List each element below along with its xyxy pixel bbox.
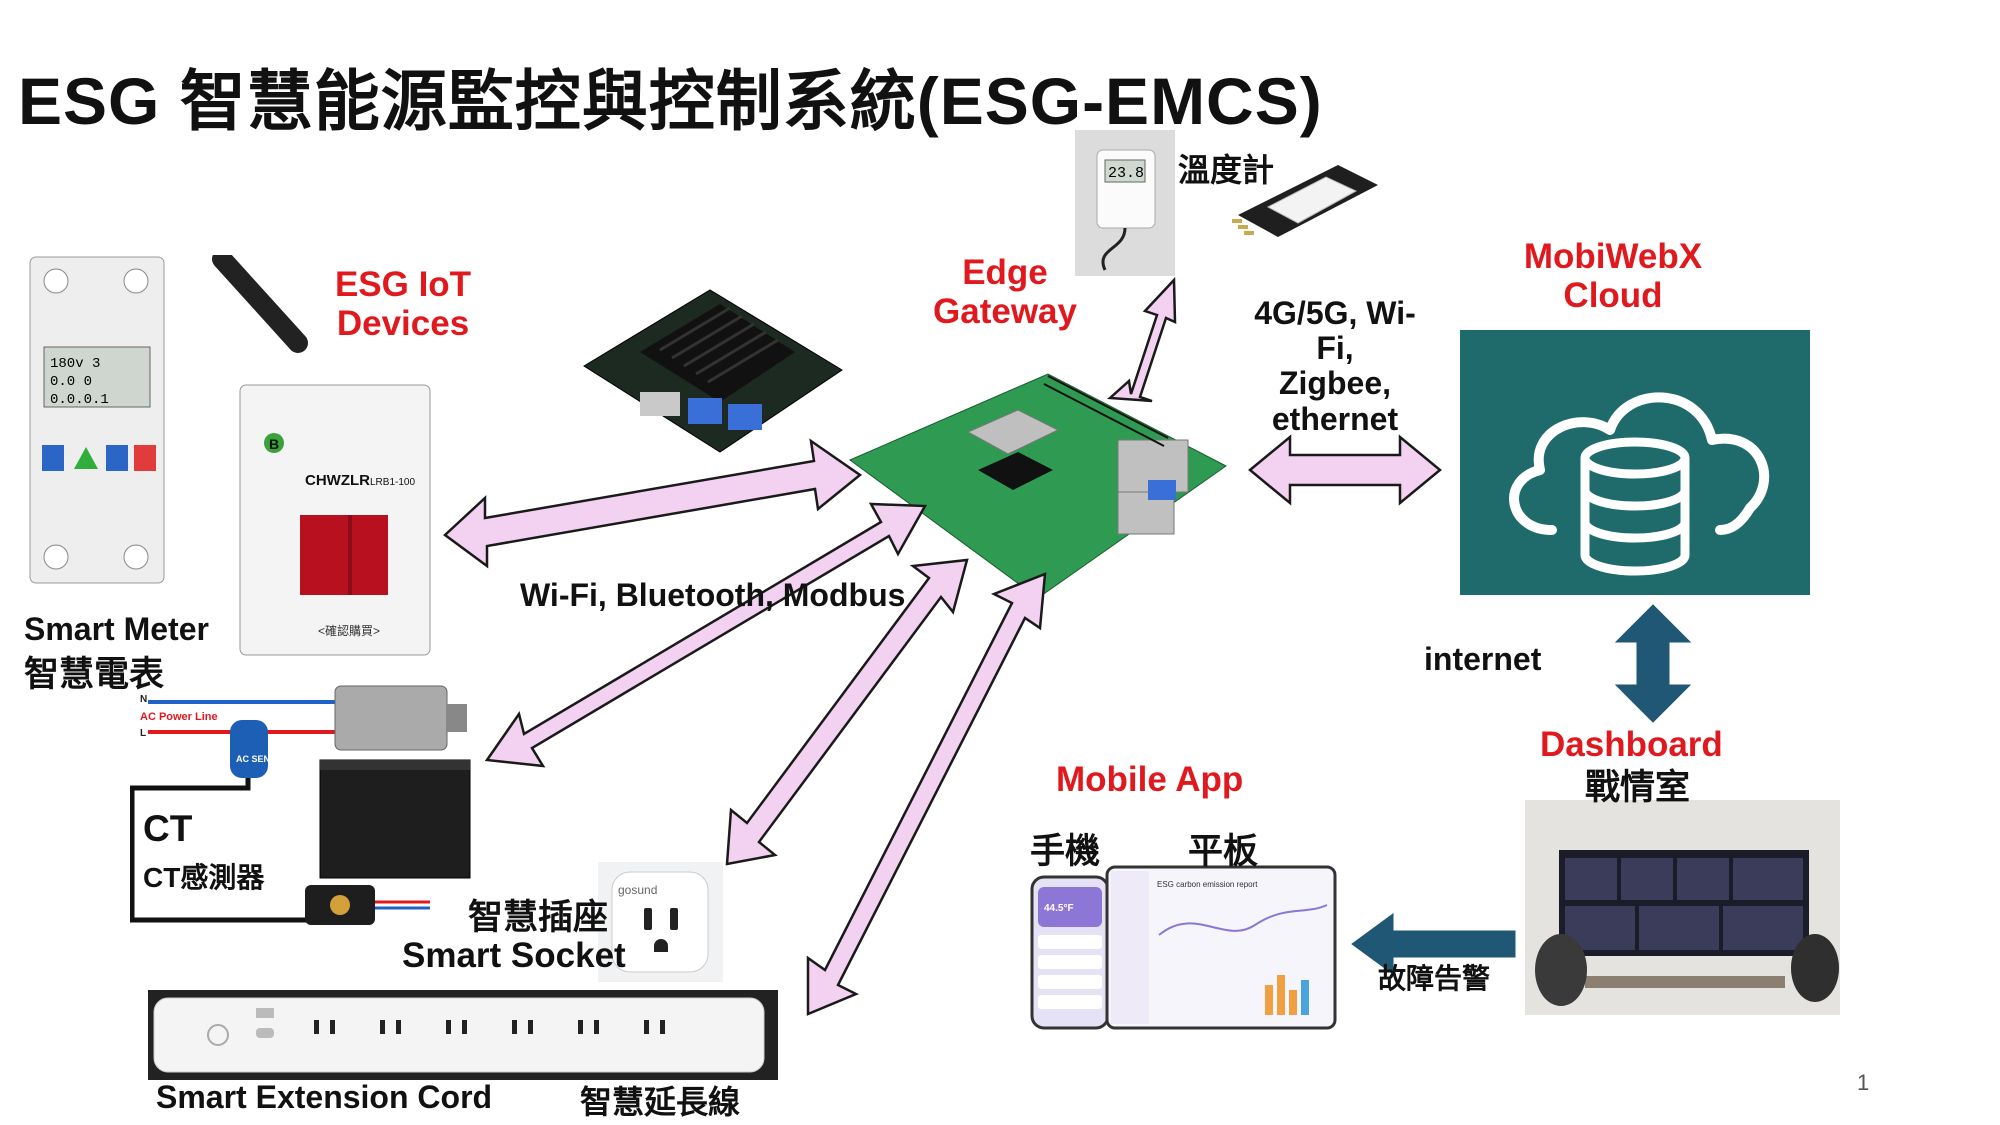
device-connectivity-label: Wi-Fi, Bluetooth, Modbus (520, 577, 906, 613)
fault-alert-label: 故障告警 (1378, 963, 1491, 994)
dashboard-zh-label: 戰情室 (1585, 768, 1691, 807)
dashboard-en-label: Dashboard (1540, 725, 1723, 764)
thermometer-image: 23.8 (1075, 130, 1175, 276)
double-arrow-icon (1248, 434, 1442, 506)
page-title: ESG 智慧能源監控與控制系統(ESG-EMCS) (18, 64, 1323, 138)
double-arrow-icon (725, 558, 969, 866)
double-arrow-icon (1614, 604, 1692, 723)
cloud-panel (1460, 330, 1810, 595)
cloud-connectivity-label: 4G/5G, Wi- Fi, Zigbee, ethernet (1254, 295, 1416, 437)
smart-socket-en-label: Smart Socket (402, 936, 626, 975)
left-arrow-icon (1351, 913, 1516, 975)
breaker-b-badge: B (269, 436, 279, 452)
esg-iot-devices-label: ESG IoT Devices (334, 265, 472, 344)
phone-value-text: 44.5°F (1044, 903, 1074, 914)
page-number: 1 (1857, 1070, 1870, 1095)
tablet-header-text: ESG carbon emission report (1157, 880, 1258, 889)
mobiwebx-cloud-label: MobiWebX Cloud (1523, 237, 1703, 316)
dashboard-room-image (1525, 800, 1840, 1015)
double-arrow-icon (806, 572, 1047, 1016)
ct-label: CT (143, 808, 193, 849)
mobile-app-label: Mobile App (1056, 760, 1244, 799)
ct-sensor-label: CT感測器 (143, 862, 265, 893)
smart-meter-image: 180v 3 0.0 0 0.0.0.1 (28, 255, 166, 585)
raspberry-pi-image (848, 370, 1228, 600)
breaker-confirm-text: <確認購買> (318, 623, 380, 638)
breaker-iot-device-image: B CHWZLR LRB1-100 <確認購買> (170, 255, 435, 660)
smart-meter-en-label: Smart Meter (24, 611, 209, 647)
double-arrow-icon (1106, 276, 1177, 403)
double-arrow-icon (443, 438, 863, 569)
double-arrow-icon (484, 502, 928, 768)
meter-display-line-2: 0.0 0 (50, 374, 92, 390)
ct-wire-n-label: N (140, 694, 147, 705)
edge-gateway-label: Edge Gateway (933, 253, 1077, 332)
ct-ac-power-line-label: AC Power Line (140, 711, 218, 723)
extension-cord-en-label: Smart Extension Cord (156, 1079, 493, 1115)
smart-socket-zh-label: 智慧插座 (468, 898, 609, 937)
ct-ac-sensor-label: AC SENSOR (236, 754, 290, 764)
extension-cord-image (148, 990, 778, 1080)
jetson-board-image (580, 282, 845, 457)
ct-sensor-wiring-image: N L AC Power Line AC SENSOR (130, 680, 510, 925)
extension-cord-zh-label: 智慧延長線 (580, 1084, 741, 1120)
breaker-rating-text: LRB1-100 (370, 477, 415, 488)
meter-display-line-1: 180v 3 (50, 356, 100, 372)
meter-display-line-3: 0.0.0.1 (50, 392, 109, 408)
tablet-mockup-image: ESG carbon emission report (1105, 865, 1337, 1030)
cloud-database-icon (1509, 392, 1770, 576)
phone-mockup-image: 44.5°F (1030, 875, 1110, 1030)
internet-label: internet (1424, 641, 1542, 677)
socket-brand-text: gosund (618, 883, 657, 897)
dht-sensor-image (1228, 145, 1388, 255)
phone-label: 手機 (1030, 832, 1101, 871)
ct-wire-l-label: L (140, 728, 146, 739)
tablet-label: 平板 (1188, 832, 1259, 871)
thermometer-label: 溫度計 (1178, 152, 1275, 188)
smart-meter-zh-label: 智慧電表 (24, 655, 165, 694)
breaker-model-text: CHWZLR (305, 472, 370, 489)
thermometer-display: 23.8 (1108, 165, 1144, 182)
smart-socket-image: gosund (598, 862, 723, 982)
